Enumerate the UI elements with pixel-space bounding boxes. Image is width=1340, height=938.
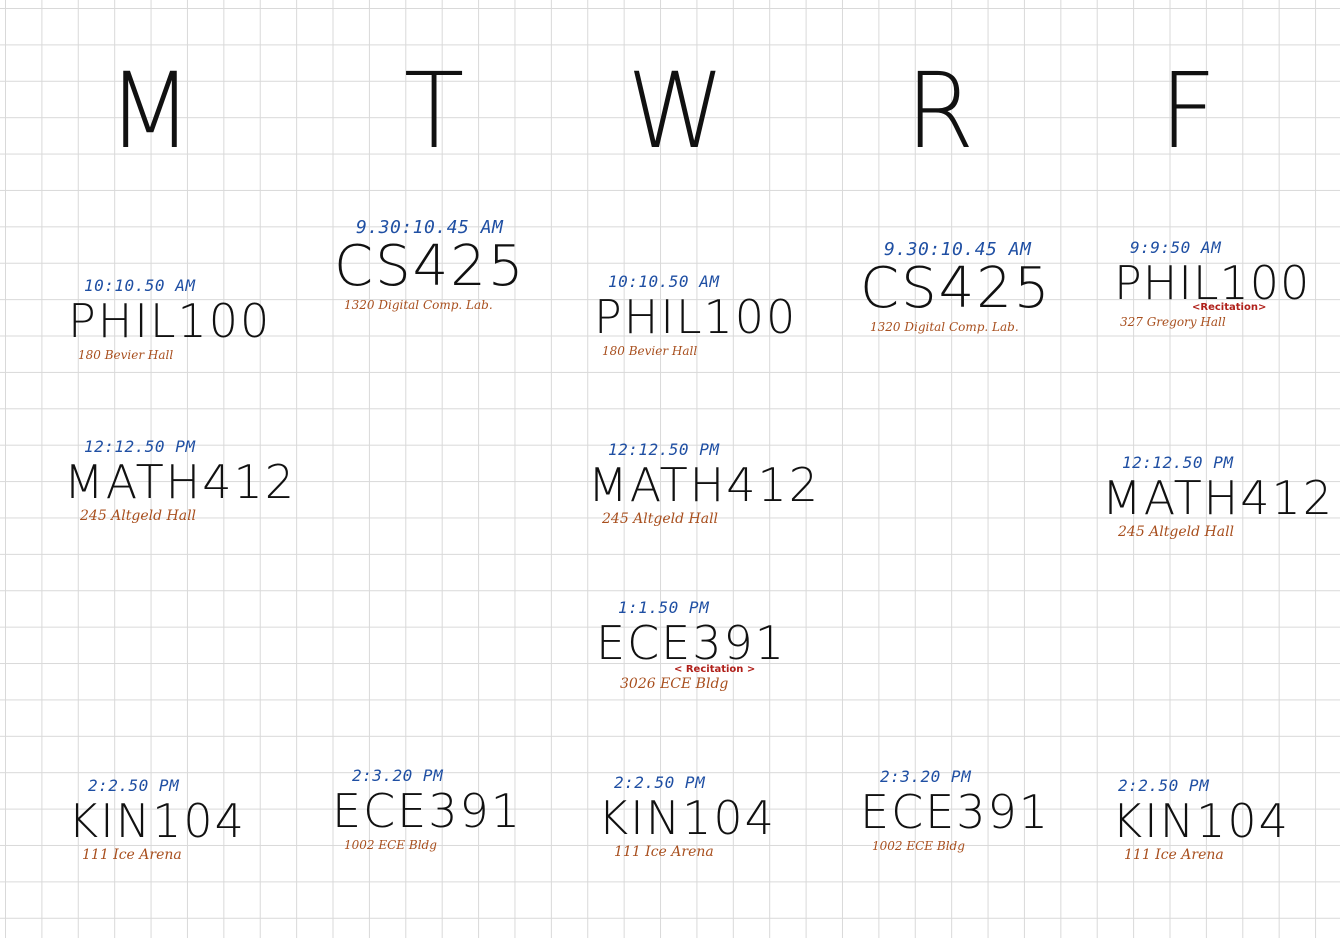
class-course: MATH412 bbox=[64, 455, 297, 509]
class-room: 245 Altgeld Hall bbox=[1118, 524, 1235, 540]
class-time: 10:10.50 AM bbox=[84, 276, 196, 295]
class-course: CS425 bbox=[334, 234, 526, 299]
class-entry-wed-math412: 12:12.50 PM MATH412 245 Altgeld Hall bbox=[588, 440, 868, 528]
class-entry-thu-ece391: 2:3.20 PM ECE391 1002 ECE Bldg bbox=[860, 767, 1140, 855]
class-time: 9.30:10.45 AM bbox=[356, 217, 504, 238]
class-note: < Recitation > bbox=[674, 664, 756, 675]
class-time: 2:2.50 PM bbox=[1118, 776, 1210, 795]
class-room: 327 Gregory Hall bbox=[1120, 315, 1226, 329]
class-time: 2:2.50 PM bbox=[614, 773, 706, 792]
class-time: 1:1.50 PM bbox=[618, 598, 710, 617]
class-entry-tue-cs425: 9.30:10.45 AM CS425 1320 Digital Comp. L… bbox=[334, 217, 616, 314]
class-time: 9.30:10.45 AM bbox=[884, 239, 1032, 260]
class-room: 180 Bevier Hall bbox=[602, 344, 698, 358]
class-course: KIN104 bbox=[1112, 794, 1290, 848]
class-time: 2:3.20 PM bbox=[880, 767, 972, 786]
day-header-wednesday: W bbox=[627, 50, 725, 172]
class-room: 245 Altgeld Hall bbox=[80, 508, 197, 524]
class-course: KIN104 bbox=[68, 794, 246, 848]
class-course: PHIL100 bbox=[594, 290, 798, 344]
class-entry-tue-ece391: 2:3.20 PM ECE391 1002 ECE Bldg bbox=[332, 766, 612, 854]
class-room: 1002 ECE Bldg bbox=[344, 838, 437, 852]
class-entry-mon-phil100: 10:10.50 AM PHIL100 180 Bevier Hall bbox=[68, 276, 344, 364]
day-header-monday: M bbox=[107, 50, 193, 172]
class-time: 12:12.50 PM bbox=[84, 437, 196, 456]
class-room: 111 Ice Arena bbox=[614, 844, 714, 860]
day-header-tuesday: T bbox=[403, 50, 465, 172]
class-room: 1002 ECE Bldg bbox=[872, 839, 965, 853]
class-entry-wed-ece391: 1:1.50 PM ECE391 < Recitation > 3026 ECE… bbox=[596, 598, 878, 693]
class-course: ECE391 bbox=[596, 616, 787, 670]
class-course: ECE391 bbox=[332, 784, 523, 838]
class-entry-fri-kin104: 2:2.50 PM KIN104 111 Ice Arena bbox=[1112, 776, 1340, 864]
class-course: KIN104 bbox=[598, 791, 776, 845]
class-time: 12:12.50 PM bbox=[608, 440, 720, 459]
class-entry-mon-math412: 12:12.50 PM MATH412 245 Altgeld Hall bbox=[64, 437, 344, 525]
class-time: 2:3.20 PM bbox=[352, 766, 444, 785]
class-note: <Recitation> bbox=[1192, 302, 1267, 313]
class-time: 9:9:50 AM bbox=[1130, 238, 1222, 257]
class-time: 12:12.50 PM bbox=[1122, 453, 1234, 472]
class-room: 1320 Digital Comp. Lab. bbox=[344, 298, 493, 312]
class-time: 10:10.50 AM bbox=[608, 272, 720, 291]
class-course: MATH412 bbox=[1102, 471, 1335, 525]
class-room: 111 Ice Arena bbox=[1124, 847, 1224, 863]
day-header-thursday: R bbox=[905, 50, 975, 172]
class-course: ECE391 bbox=[860, 785, 1051, 839]
class-entry-fri-phil100: 9:9:50 AM PHIL100 <Recitation> 327 Grego… bbox=[1114, 238, 1340, 331]
class-course: PHIL100 bbox=[1114, 256, 1311, 310]
day-header-friday: F bbox=[1159, 50, 1217, 172]
class-entry-thu-cs425: 9.30:10.45 AM CS425 1320 Digital Comp. L… bbox=[860, 239, 1144, 336]
class-entry-mon-kin104: 2:2.50 PM KIN104 111 Ice Arena bbox=[68, 776, 348, 864]
class-course: MATH412 bbox=[588, 458, 821, 512]
class-room: 111 Ice Arena bbox=[82, 847, 182, 863]
class-room: 3026 ECE Bldg bbox=[620, 676, 729, 692]
class-room: 180 Bevier Hall bbox=[78, 348, 174, 362]
class-time: 2:2.50 PM bbox=[88, 776, 180, 795]
class-room: 245 Altgeld Hall bbox=[602, 511, 719, 527]
class-room: 1320 Digital Comp. Lab. bbox=[870, 320, 1019, 334]
class-entry-fri-math412: 12:12.50 PM MATH412 245 Altgeld Hall bbox=[1102, 453, 1340, 541]
class-entry-wed-kin104: 2:2.50 PM KIN104 111 Ice Arena bbox=[598, 773, 874, 861]
class-entry-wed-phil100: 10:10.50 AM PHIL100 180 Bevier Hall bbox=[594, 272, 868, 360]
class-course: CS425 bbox=[860, 256, 1052, 321]
class-course: PHIL100 bbox=[68, 294, 272, 348]
